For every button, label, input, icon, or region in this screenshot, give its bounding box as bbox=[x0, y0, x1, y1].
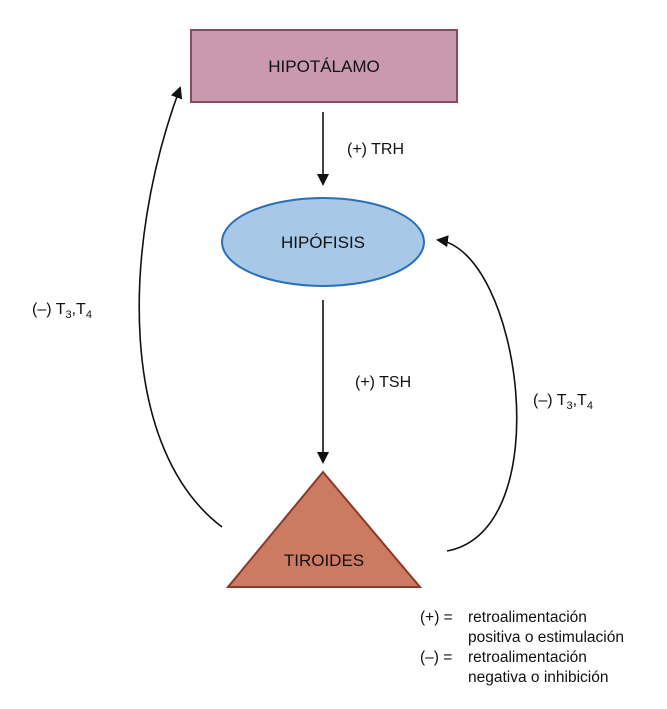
legend-minus-symbol: (–) = bbox=[420, 649, 453, 666]
thyroid-label: TIROIDES bbox=[284, 551, 364, 570]
right-feedback-mid: ,T bbox=[573, 392, 587, 409]
pituitary-label: HIPÓFISIS bbox=[281, 233, 365, 252]
legend-plus-line2: positiva o estimulación bbox=[468, 629, 624, 646]
legend-minus-row: (–) = retroalimentación bbox=[420, 648, 665, 668]
legend: (+) = retroalimentación positiva o estim… bbox=[420, 608, 665, 688]
legend-plus-line1: retroalimentación bbox=[468, 609, 587, 626]
legend-plus-symbol: (+) = bbox=[420, 609, 453, 626]
left-feedback-prefix: (–) T bbox=[32, 301, 66, 318]
right-feedback-prefix: (–) T bbox=[533, 392, 567, 409]
pituitary-ellipse bbox=[221, 197, 425, 287]
thyroid-triangle bbox=[225, 470, 423, 588]
legend-plus-row: (+) = retroalimentación bbox=[420, 608, 665, 628]
legend-minus-line2: negativa o inhibición bbox=[468, 669, 609, 686]
left-feedback-label: (–) T3,T4 bbox=[32, 301, 92, 321]
left-feedback-sub-3: 3 bbox=[65, 309, 71, 321]
left-feedback-mid: ,T bbox=[72, 301, 86, 318]
right-feedback-label: (–) T3,T4 bbox=[533, 392, 593, 412]
legend-minus-line1: retroalimentación bbox=[468, 649, 587, 666]
left-feedback-arrow bbox=[138, 86, 223, 528]
right-feedback-sub-3: 3 bbox=[566, 400, 572, 412]
right-feedback-sub-4: 4 bbox=[587, 400, 593, 412]
hypothalamus-label: HIPOTÁLAMO bbox=[268, 57, 379, 76]
hypothalamus-box bbox=[190, 29, 458, 103]
right-feedback-arrow bbox=[436, 235, 518, 552]
left-feedback-sub-4: 4 bbox=[86, 309, 92, 321]
trh-label: (+) TRH bbox=[347, 141, 404, 158]
tsh-label: (+) TSH bbox=[355, 374, 411, 391]
